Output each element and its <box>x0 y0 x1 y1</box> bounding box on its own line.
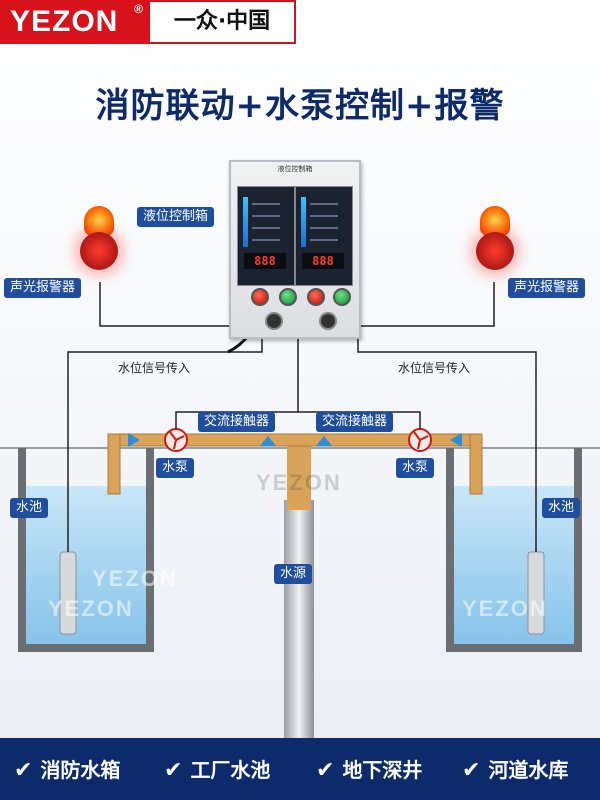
label-pump-right: 水泵 <box>396 458 435 478</box>
riser-pipe <box>287 440 311 510</box>
label-signal-left: 水位信号传入 <box>118 361 191 375</box>
signal-wire-right <box>357 336 537 552</box>
flow-arrow-up-left <box>260 436 276 446</box>
stop-button-2[interactable] <box>307 288 325 306</box>
alarm-wire-left <box>99 282 229 327</box>
level-control-box: 液位控制箱 888 888 <box>229 160 361 339</box>
application-features-bar: ✔消防水箱 ✔工厂水池 ✔地下深井 ✔河道水库 <box>0 738 600 800</box>
brand-logo: YEZON ® <box>0 0 148 44</box>
page-title: 消防联动+水泵控制+报警 <box>95 86 505 126</box>
pool-right-wall <box>446 448 582 652</box>
label-signal-right: 水位信号传入 <box>398 361 471 375</box>
registered-mark: ® <box>134 2 144 16</box>
pipe-leg-left <box>107 433 121 495</box>
pipe-leg-right <box>469 433 483 495</box>
controller-display-1: 888 <box>237 186 295 286</box>
label-controller: 液位控制箱 <box>137 207 215 227</box>
audible-visual-alarm-right <box>468 206 524 276</box>
start-button-1[interactable] <box>279 288 297 306</box>
check-icon: ✔ <box>14 758 33 783</box>
label-alarm-left: 声光报警器 <box>4 278 82 298</box>
controller-display-2: 888 <box>295 186 353 286</box>
feature-item: ✔河道水库 <box>462 758 569 783</box>
signal-wire-left <box>67 336 263 552</box>
watermark: YEZON <box>462 596 548 621</box>
label-pool-left: 水池 <box>10 498 49 518</box>
audible-visual-alarm-left <box>72 206 128 276</box>
watermark: YEZON <box>256 470 342 495</box>
start-button-2[interactable] <box>333 288 351 306</box>
led-readout-1: 888 <box>244 253 286 269</box>
label-alarm-right: 声光报警器 <box>508 278 586 298</box>
label-water-source: 水源 <box>274 564 313 584</box>
watermark: YEZON <box>92 566 178 591</box>
flow-arrow-left <box>128 433 140 447</box>
label-contactor-right: 交流接触器 <box>316 412 394 432</box>
check-icon: ✔ <box>462 758 481 783</box>
watermark: YEZON <box>48 596 134 621</box>
alarm-beacon-icon <box>84 206 114 236</box>
check-icon: ✔ <box>164 758 183 783</box>
feature-item: ✔消防水箱 <box>14 758 121 783</box>
selector-switch-1[interactable] <box>265 312 283 330</box>
label-pool-right: 水池 <box>542 498 581 518</box>
well-casing <box>284 500 314 740</box>
brand-name: YEZON <box>10 5 119 38</box>
feature-item: ✔地下深井 <box>316 758 423 783</box>
label-pump-left: 水泵 <box>156 458 195 478</box>
led-readout-2: 888 <box>302 253 344 269</box>
alarm-beacon-icon <box>480 206 510 236</box>
brand-tagline: 一众·中国 <box>148 0 296 44</box>
pool-left-wall <box>18 448 154 652</box>
flow-arrow-up-right <box>316 436 332 446</box>
stop-button-1[interactable] <box>251 288 269 306</box>
alarm-wire-right <box>357 282 495 327</box>
check-icon: ✔ <box>316 758 335 783</box>
feature-item: ✔工厂水池 <box>164 758 271 783</box>
control-box-nameplate: 液位控制箱 <box>277 165 313 173</box>
flow-arrow-right <box>450 433 462 447</box>
label-contactor-left: 交流接触器 <box>198 412 276 432</box>
selector-switch-2[interactable] <box>319 312 337 330</box>
